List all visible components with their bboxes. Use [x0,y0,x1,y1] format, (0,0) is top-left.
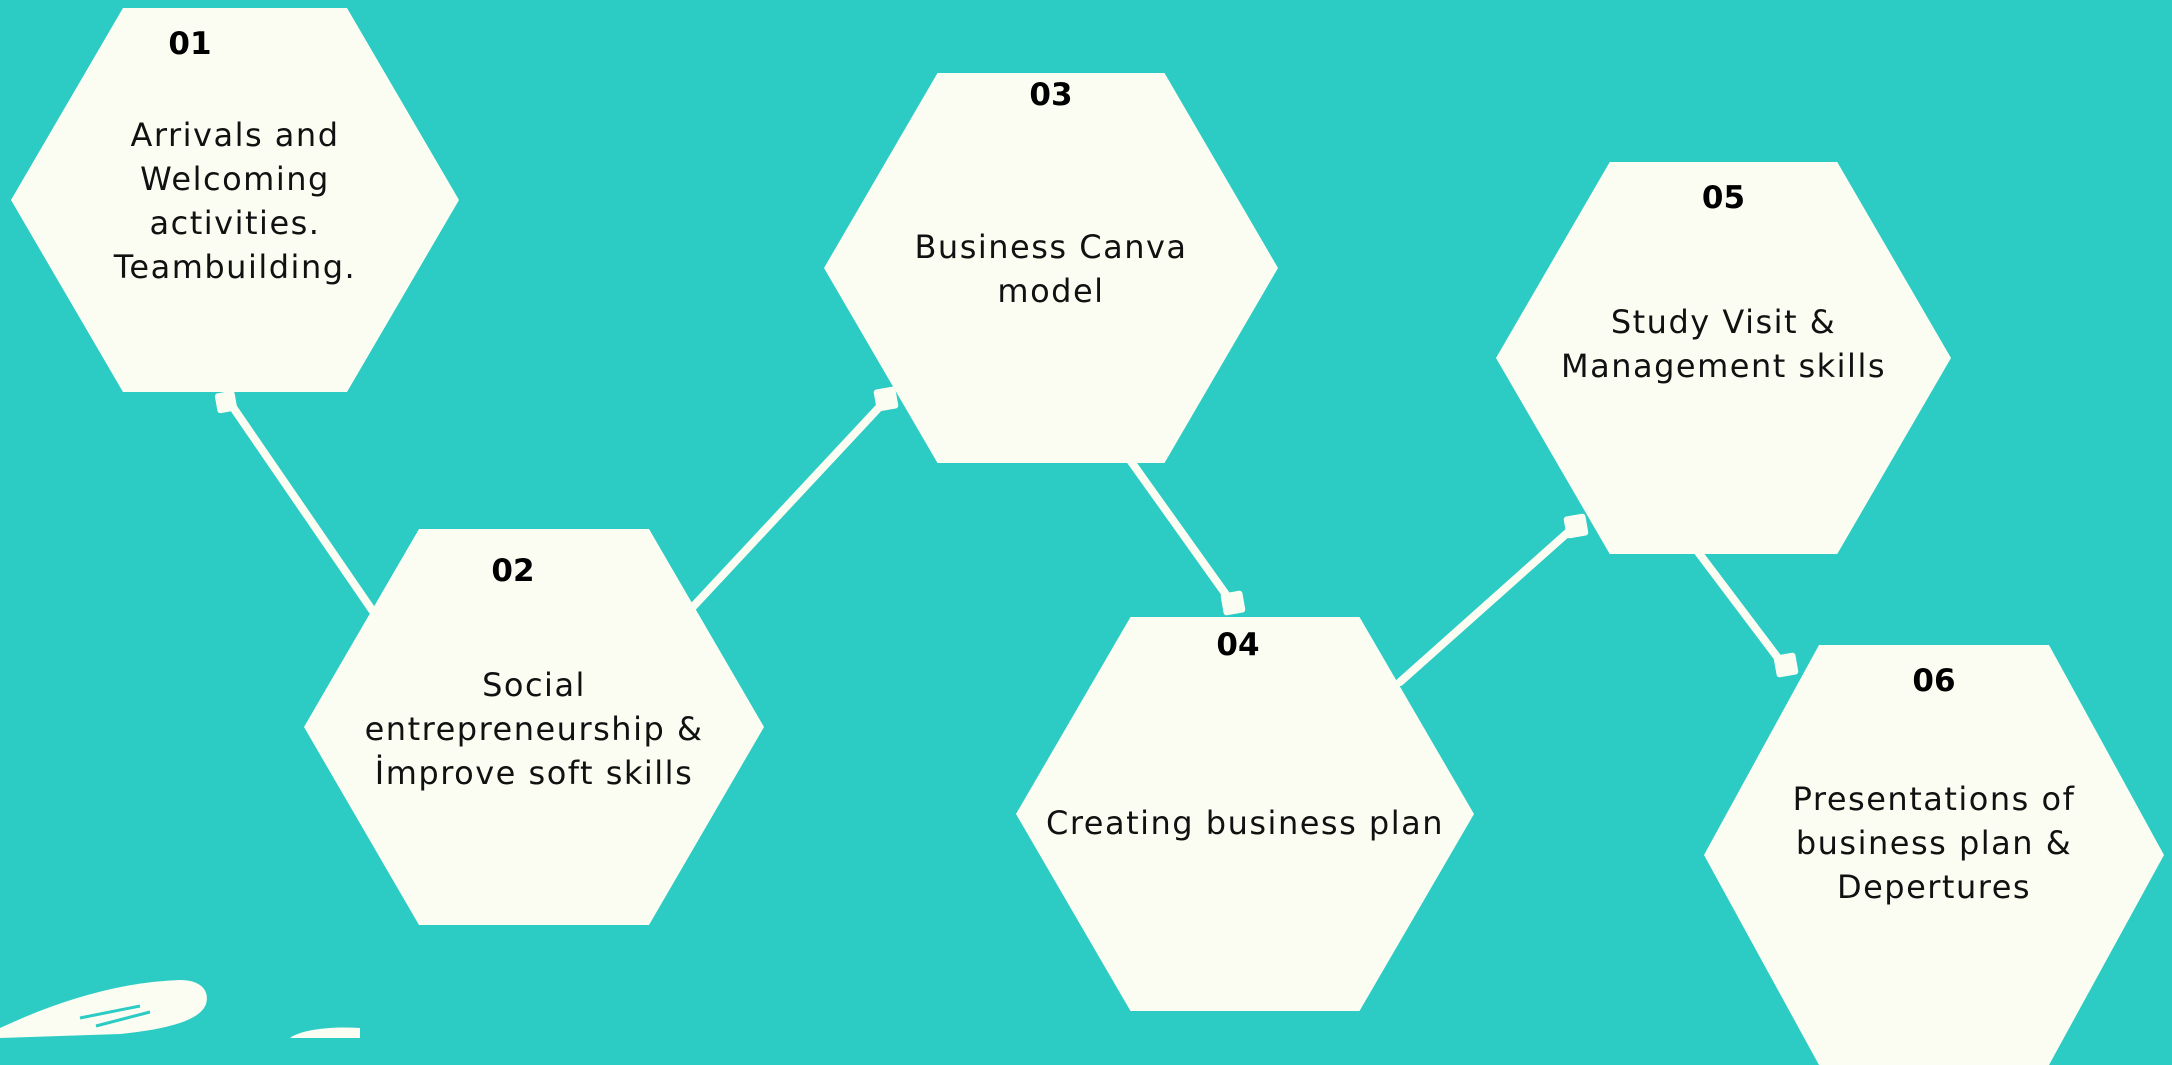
connector-node-06 [1773,652,1799,678]
connector-node-05 [1563,513,1589,539]
step-03-label: Business Canva model [914,228,1188,310]
brush-stroke-decoration [0,980,360,1038]
connector-node-04 [1220,590,1246,616]
step-05-label: Study Visit & Management skills [1560,303,1886,385]
step-06-label: Presentations of business plan & Depertu… [1792,780,2076,906]
step-04-label: Creating business plan [1045,804,1445,842]
step-04-number: 04 [1216,627,1260,663]
step-01-number: 01 [168,26,212,62]
connector-02-03 [686,396,890,614]
connector-04-05 [1396,523,1578,686]
connector-05-06 [1694,548,1788,670]
step-02-label: Social entrepreneurship & İmprove soft s… [364,666,704,792]
step-03-number: 03 [1029,77,1073,113]
connectors [214,386,1799,686]
step-01-label: Arrivals and Welcoming activities. Teamb… [113,116,357,286]
step-04-hexagon: 04 Creating business plan [1016,617,1474,1011]
step-06-number: 06 [1912,663,1956,699]
connector-node-03 [873,386,899,412]
step-05-number: 05 [1701,180,1746,216]
step-05-hexagon: 05 Study Visit & Management skills [1496,162,1951,554]
connector-01-02 [224,396,376,614]
connector-node-01 [214,390,238,414]
step-02-number: 02 [491,553,535,589]
connector-03-04 [1126,456,1236,607]
timeline-diagram: 01 Arrivals and Welcoming activities. Te… [0,8,2164,1065]
